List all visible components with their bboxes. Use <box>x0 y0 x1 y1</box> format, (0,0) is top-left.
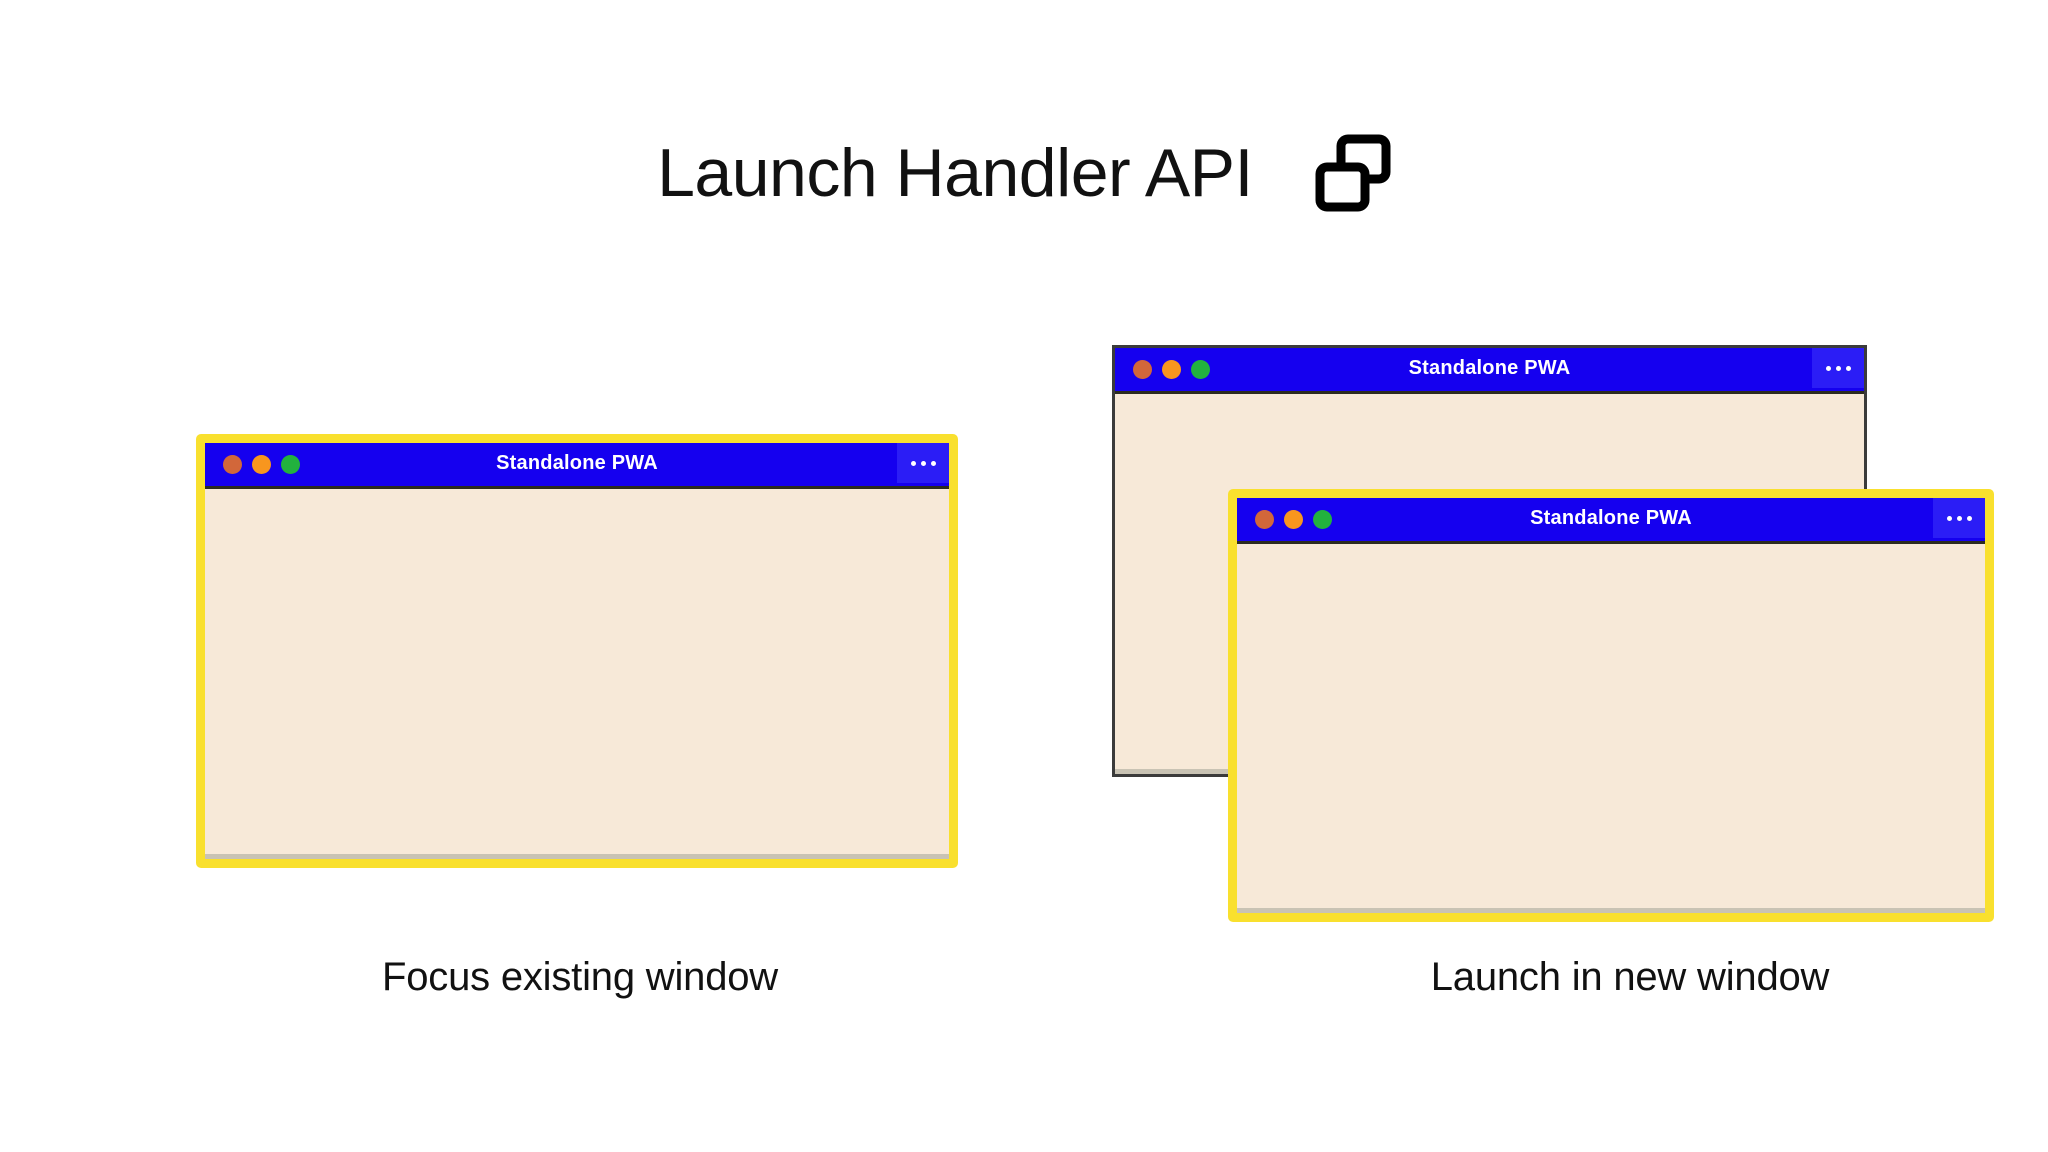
caption-launch-in-new-window: Launch in new window <box>1430 955 1830 999</box>
traffic-light-controls[interactable] <box>205 455 300 474</box>
page-header: Launch Handler API <box>0 118 2048 228</box>
pwa-window-focus-existing[interactable]: Standalone PWA <box>196 434 958 868</box>
close-icon[interactable] <box>223 455 242 474</box>
window-content-area <box>205 489 949 859</box>
minimize-icon[interactable] <box>1284 510 1303 529</box>
menu-dot <box>1835 365 1841 371</box>
menu-dot <box>1946 515 1952 521</box>
close-icon[interactable] <box>1133 360 1152 379</box>
minimize-icon[interactable] <box>252 455 271 474</box>
menu-dot <box>1956 515 1962 521</box>
page-title: Launch Handler API <box>657 135 1253 211</box>
window-menu-icon[interactable] <box>897 443 949 483</box>
window-menu-icon[interactable] <box>1812 348 1864 388</box>
traffic-light-controls[interactable] <box>1237 510 1332 529</box>
window-inner: Standalone PWA <box>1237 498 1985 913</box>
window-title-text: Standalone PWA <box>1408 356 1571 379</box>
window-titlebar[interactable]: Standalone PWA <box>205 443 949 489</box>
window-menu-icon[interactable] <box>1933 498 1985 538</box>
menu-dot <box>920 460 926 466</box>
multi-window-icon <box>1315 134 1391 212</box>
window-title-text: Standalone PWA <box>1530 506 1692 529</box>
window-titlebar[interactable]: Standalone PWA <box>1237 498 1985 544</box>
window-title-text: Standalone PWA <box>496 451 658 474</box>
pwa-window-new[interactable]: Standalone PWA <box>1228 489 1994 922</box>
window-titlebar[interactable]: Standalone PWA <box>1115 348 1864 394</box>
maximize-icon[interactable] <box>281 455 300 474</box>
minimize-icon[interactable] <box>1162 360 1181 379</box>
maximize-icon[interactable] <box>1313 510 1332 529</box>
maximize-icon[interactable] <box>1191 360 1210 379</box>
close-icon[interactable] <box>1255 510 1274 529</box>
caption-focus-existing-window: Focus existing window <box>382 955 778 999</box>
window-content-area <box>1237 544 1985 913</box>
window-inner: Standalone PWA <box>205 443 949 859</box>
menu-dot <box>930 460 936 466</box>
menu-dot <box>1825 365 1831 371</box>
menu-dot <box>1845 365 1851 371</box>
menu-dot <box>910 460 916 466</box>
traffic-light-controls[interactable] <box>1115 360 1210 379</box>
menu-dot <box>1966 515 1972 521</box>
